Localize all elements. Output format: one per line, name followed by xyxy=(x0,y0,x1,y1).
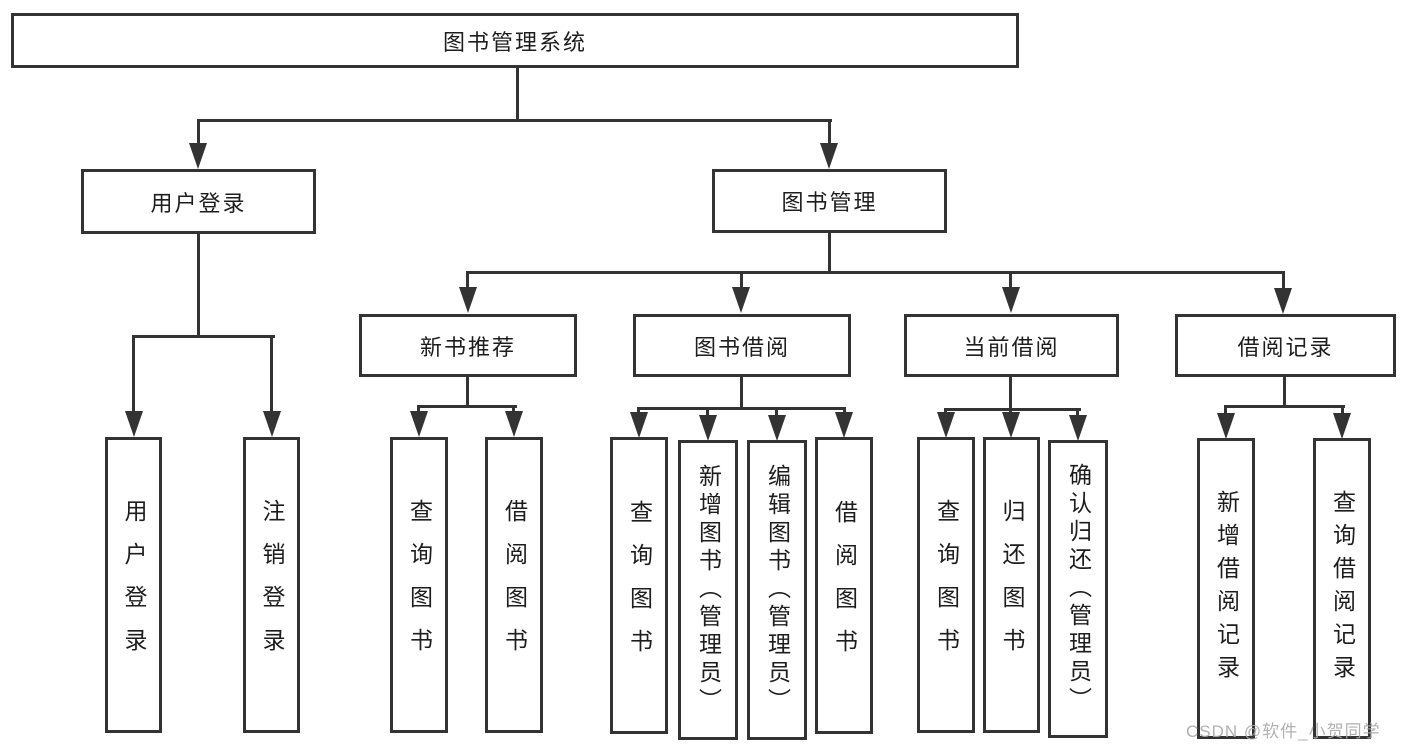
arrow-down-icon xyxy=(1274,288,1292,314)
connector-new-book-trunk xyxy=(466,375,469,408)
connector-level3-rail xyxy=(466,271,1285,274)
connector-drop-leaf xyxy=(843,407,846,415)
connector-drop-new-book xyxy=(466,271,469,291)
node-user-login: 用户登录 xyxy=(81,169,316,234)
arrow-down-icon xyxy=(937,412,955,438)
connector-borrow-records-rail xyxy=(1224,405,1345,408)
connector-drop-current-borrowing xyxy=(1009,271,1012,291)
connector-drop-leaf xyxy=(1341,405,1344,416)
connector-drop-leaf xyxy=(637,407,640,415)
arrow-down-icon xyxy=(1333,413,1351,439)
leaf-query-books-recommend: 查询图书 xyxy=(390,437,448,733)
arrow-down-icon xyxy=(263,411,281,437)
connector-current-borrowing-rail xyxy=(944,408,1081,411)
connector-user-login-rail xyxy=(132,335,275,338)
node-book-borrowing: 图书借阅 xyxy=(633,314,851,377)
leaf-query-books-borrowing: 查询图书 xyxy=(610,437,668,734)
connector-drop-borrow-records xyxy=(1282,271,1285,291)
leaf-query-books-current: 查询图书 xyxy=(917,437,975,733)
leaf-add-books-admin: 新增图书（管理员） xyxy=(678,440,738,740)
connector-drop-book-management xyxy=(828,119,831,147)
leaf-borrow-books-borrowing: 借阅图书 xyxy=(815,437,873,734)
connector-drop-logout-leaf xyxy=(270,335,273,415)
arrow-down-icon xyxy=(732,287,750,313)
connector-drop-leaf xyxy=(417,405,420,415)
arrow-down-icon xyxy=(1002,412,1020,438)
node-book-management: 图书管理 xyxy=(712,169,947,233)
leaf-edit-books-admin: 编辑图书（管理员） xyxy=(747,440,807,740)
connector-drop-leaf xyxy=(775,407,778,418)
arrow-down-icon xyxy=(1069,415,1087,441)
arrow-down-icon xyxy=(630,412,648,438)
arrow-down-icon xyxy=(835,412,853,438)
connector-drop-book-borrowing xyxy=(740,271,743,291)
connector-drop-login-leaf xyxy=(132,335,135,415)
leaf-logout: 注销登录 xyxy=(243,437,300,733)
connector-borrow-records-trunk xyxy=(1283,376,1286,407)
connector-book-management-trunk xyxy=(828,232,831,274)
connector-new-book-rail xyxy=(417,405,517,408)
connector-book-borrowing-rail xyxy=(637,407,846,410)
node-library-management-system: 图书管理系统 xyxy=(11,13,1019,68)
connector-level2-rail xyxy=(197,119,832,122)
connector-book-borrowing-trunk xyxy=(740,375,743,410)
connector-drop-user-login xyxy=(197,119,200,147)
arrow-down-icon xyxy=(505,411,523,437)
arrow-down-icon xyxy=(410,411,428,437)
node-borrow-records: 借阅记录 xyxy=(1175,314,1396,377)
connector-drop-leaf xyxy=(1224,405,1227,416)
node-current-borrowing: 当前借阅 xyxy=(904,314,1119,377)
connector-current-borrowing-trunk xyxy=(1009,376,1012,411)
csdn-watermark: CSDN @软件_小贺同学 xyxy=(1186,722,1381,741)
arrow-down-icon xyxy=(459,287,477,313)
leaf-query-borrow-record: 查询借阅记录 xyxy=(1313,438,1371,739)
arrow-down-icon xyxy=(768,415,786,441)
node-new-book-recommend: 新书推荐 xyxy=(359,314,577,377)
leaf-borrow-books-recommend: 借阅图书 xyxy=(485,437,543,733)
connector-drop-leaf xyxy=(706,407,709,418)
connector-drop-leaf xyxy=(944,408,947,415)
arrow-down-icon xyxy=(1002,287,1020,313)
leaf-return-books: 归还图书 xyxy=(983,437,1040,733)
leaf-confirm-return-admin: 确认归还（管理员） xyxy=(1048,440,1108,738)
leaf-user-login: 用户登录 xyxy=(105,437,162,733)
arrow-down-icon xyxy=(820,143,838,169)
arrow-down-icon xyxy=(699,415,717,441)
leaf-add-borrow-record: 新增借阅记录 xyxy=(1197,438,1255,739)
connector-root-trunk xyxy=(516,68,519,121)
connector-drop-leaf xyxy=(1009,408,1012,415)
arrow-down-icon xyxy=(125,411,143,437)
arrow-down-icon xyxy=(189,143,207,169)
connector-drop-leaf xyxy=(512,405,515,415)
arrow-down-icon xyxy=(1217,413,1235,439)
connector-drop-leaf xyxy=(1076,408,1079,418)
connector-user-login-trunk xyxy=(197,232,200,338)
